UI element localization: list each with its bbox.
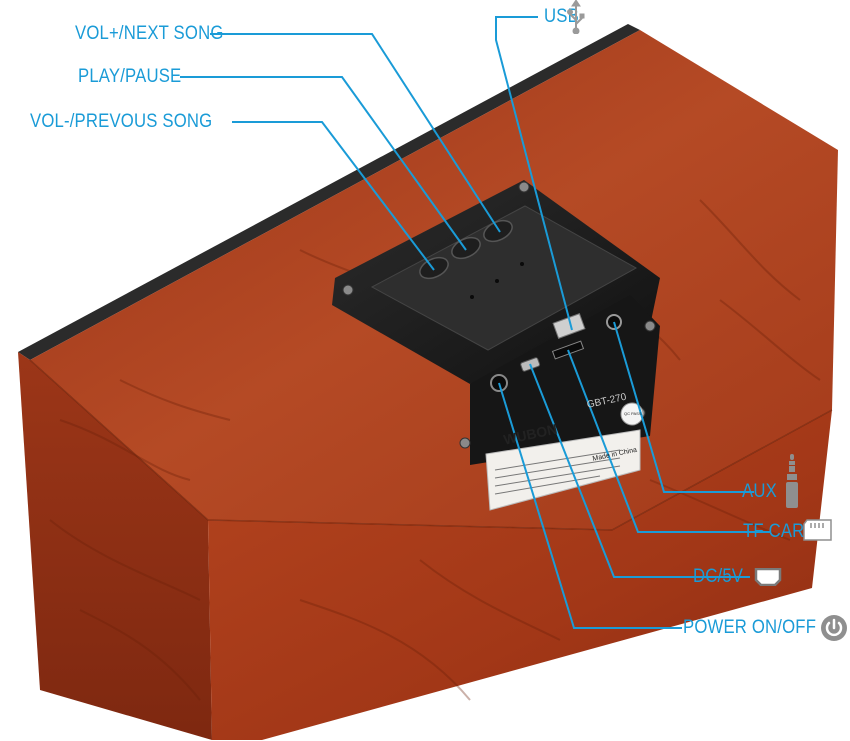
speaker-left-face bbox=[18, 352, 212, 740]
control-buttons bbox=[419, 219, 513, 280]
vol-minus-label: VOL-/PREVOUS SONG bbox=[30, 111, 213, 132]
usb-port bbox=[552, 313, 586, 339]
play-pause-button bbox=[451, 236, 481, 260]
control-panel-front bbox=[470, 295, 660, 465]
play-pause-label: PLAY/PAUSE bbox=[78, 66, 182, 87]
vol-minus-button bbox=[419, 256, 449, 280]
callout-lines bbox=[180, 16, 770, 629]
dc-port-icon bbox=[754, 568, 782, 586]
power-icon bbox=[821, 615, 847, 641]
aux-label: AUX bbox=[742, 481, 777, 502]
vol-plus-label: VOL+/NEXT SONG bbox=[75, 23, 224, 44]
tf-card-label: TF CARD bbox=[743, 521, 817, 542]
qc-badge-text: QC PASS bbox=[624, 411, 642, 416]
sd-card-icon bbox=[803, 519, 832, 541]
dc-label: DC/5V bbox=[693, 566, 744, 587]
usb-icon bbox=[567, 0, 585, 34]
speaker-grille bbox=[18, 24, 640, 360]
product-sticker bbox=[485, 429, 641, 511]
wood-grain bbox=[49, 199, 821, 701]
speaker-bottom-face bbox=[208, 410, 832, 740]
power-label: POWER ON/OFF bbox=[683, 617, 817, 638]
qc-pass-badge bbox=[620, 402, 644, 426]
audio-jack-icon bbox=[786, 454, 798, 508]
